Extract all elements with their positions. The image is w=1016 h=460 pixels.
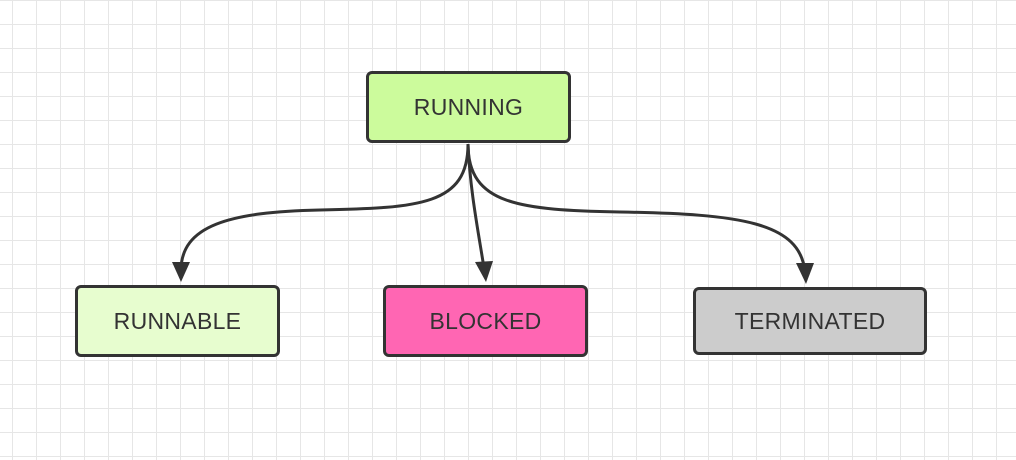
arrow-head-blocked bbox=[475, 261, 493, 282]
arrow-head-runnable bbox=[172, 262, 190, 282]
edge-running-to-terminated bbox=[466, 143, 807, 273]
arrow-head-terminated bbox=[796, 263, 814, 284]
node-blocked[interactable]: BLOCKED bbox=[383, 285, 588, 357]
node-terminated[interactable]: TERMINATED bbox=[693, 287, 927, 355]
node-running[interactable]: RUNNING bbox=[366, 71, 571, 143]
edge-running-to-runnable bbox=[179, 143, 470, 273]
node-running-label: RUNNING bbox=[413, 93, 524, 120]
node-runnable-label: RUNNABLE bbox=[113, 307, 242, 334]
node-terminated-label: TERMINATED bbox=[734, 307, 886, 334]
node-runnable[interactable]: RUNNABLE bbox=[75, 285, 280, 357]
node-blocked-label: BLOCKED bbox=[429, 307, 542, 334]
